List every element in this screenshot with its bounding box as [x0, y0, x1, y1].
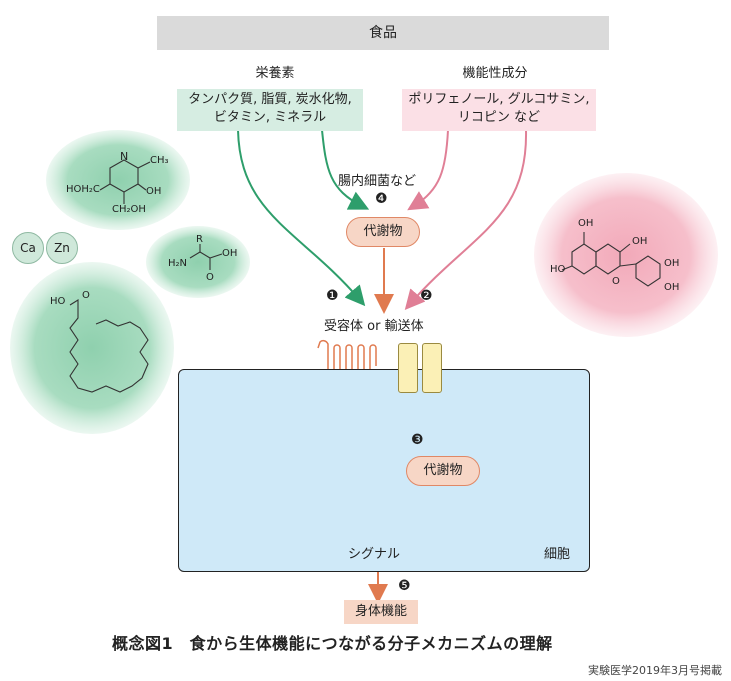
marker-2: ❷ — [420, 288, 433, 304]
fatty-o: O — [82, 290, 90, 301]
bacteria-label: 腸内細菌など — [338, 174, 417, 189]
marker-5: ❺ — [398, 578, 411, 594]
functional-box: ポリフェノール, グルコサミン, リコピン など — [402, 89, 596, 131]
amino-oh: OH — [222, 248, 238, 259]
receptor-label: 受容体 or 輸送体 — [324, 319, 424, 334]
catechin-ho: HO — [550, 264, 566, 275]
catechin-oh1: OH — [578, 218, 594, 229]
signal-label: シグナル — [348, 547, 401, 562]
amino-acid-structure — [189, 244, 223, 270]
pyridoxine-n: N — [120, 150, 129, 163]
figure-caption: 概念図1 食から生体機能につながる分子メカニズムの理解 — [112, 634, 553, 653]
fatty-acid-structure — [69, 299, 149, 393]
nutrients-box: タンパク質, 脂質, 炭水化物, ビタミン, ミネラル — [177, 89, 363, 131]
arrow-nutrients-to-receptor — [237, 129, 366, 307]
metabolite-inner: 代謝物 — [406, 456, 480, 486]
cell-body — [178, 369, 590, 572]
cell-label: 細胞 — [544, 547, 571, 562]
pyridoxine-structure — [99, 159, 151, 204]
catechin-structure — [561, 232, 661, 287]
pyridoxine-oh: OH — [146, 186, 162, 197]
metabolite-top: 代謝物 — [346, 217, 420, 247]
catechin-blob — [534, 173, 718, 337]
nutrients-heading: 栄養素 — [255, 66, 295, 81]
amino-o: O — [206, 272, 214, 283]
arrow-functional-to-transporter — [404, 129, 528, 311]
nutrients-line1: タンパク質, 脂質, 炭水化物, — [188, 92, 352, 107]
food-header: 食品 — [157, 16, 609, 50]
catechin-o: O — [612, 276, 620, 287]
marker-1: ❶ — [326, 288, 339, 304]
functional-heading: 機能性成分 — [462, 66, 528, 81]
arrow-functional-to-metabolite — [407, 129, 449, 211]
ion-zn: Zn — [46, 232, 78, 264]
marker-4: ❹ — [375, 191, 388, 207]
pyridoxine-ch2oh: CH₂OH — [112, 204, 146, 215]
transporter-left — [398, 343, 418, 393]
pyridoxine-blob — [46, 130, 190, 230]
ion-ca: Ca — [12, 232, 44, 264]
transporter-right — [422, 343, 442, 393]
pyridoxine-hoh2c: HOH₂C — [66, 184, 100, 195]
fatty-ho: HO — [50, 296, 66, 307]
source-credit: 実験医学2019年3月号掲載 — [588, 664, 722, 677]
marker-3: ❸ — [411, 432, 424, 448]
catechin-oh3: OH — [664, 258, 680, 269]
catechin-oh4: OH — [664, 282, 680, 293]
catechin-oh2: OH — [632, 236, 648, 247]
arrow-nutrients-to-metabolite — [321, 129, 370, 210]
pyridoxine-ch3: CH₃ — [150, 155, 169, 166]
body-function-box: 身体機能 — [344, 600, 418, 624]
amino-h2n: H₂N — [168, 258, 188, 269]
functional-line2: リコピン など — [457, 110, 541, 125]
functional-line1: ポリフェノール, グルコサミン, — [408, 92, 590, 107]
amino-r: R — [196, 234, 203, 245]
nutrients-line2: ビタミン, ミネラル — [213, 110, 327, 125]
amino-acid-blob — [146, 226, 250, 298]
fatty-acid-blob — [10, 262, 174, 434]
